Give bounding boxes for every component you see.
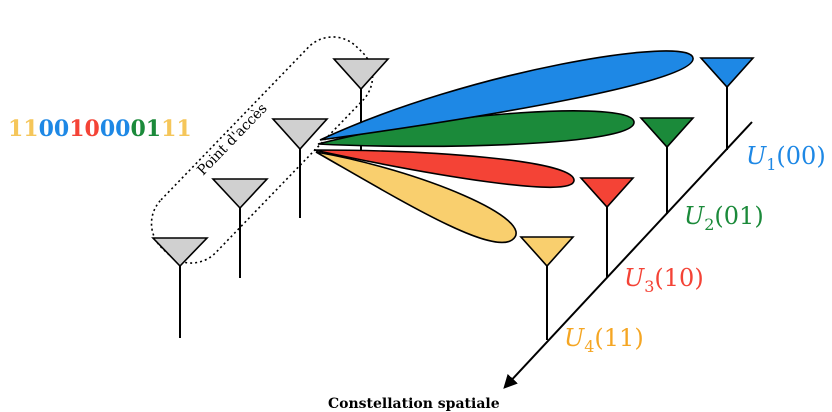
bit-group: 00 [39,116,70,142]
user-label-u1: U1(00) [746,142,826,174]
user-index: 4 [584,337,594,356]
constellation-axis [503,121,753,389]
user-name: U [746,142,767,170]
bit-group: 11 [161,116,192,142]
user-index: 3 [644,277,654,296]
ap-antenna-3 [271,118,329,218]
user-name: U [684,202,705,230]
beam-u4 [315,151,517,244]
user-antenna-u1 [699,57,755,150]
user-code: (10) [654,264,703,292]
beam-u3 [313,149,575,189]
bit-group: 00 [100,116,131,142]
user-antenna-u2 [639,117,695,214]
user-label-u2: U2(01) [684,202,764,234]
access-point-label: Point d'accès [194,101,270,179]
user-index: 2 [704,215,714,234]
axis-label: Constellation spatiale [328,396,500,412]
ap-antenna-2 [211,178,269,278]
bitstream: 110010000111 [8,116,192,142]
bit-group: 10 [69,116,100,142]
bit-group: 11 [8,116,39,142]
user-code: (01) [714,202,763,230]
bit-group: 01 [131,116,162,142]
user-label-u4: U4(11) [564,324,644,356]
user-label-u3: U3(10) [624,264,704,296]
user-index: 1 [766,155,776,174]
user-code: (11) [594,324,643,352]
user-name: U [564,324,585,352]
user-antenna-u3 [579,177,635,278]
user-name: U [624,264,645,292]
beam-u1 [319,50,694,141]
ap-antenna-1 [151,237,209,338]
user-antenna-u4 [519,236,575,340]
user-code: (00) [776,142,825,170]
